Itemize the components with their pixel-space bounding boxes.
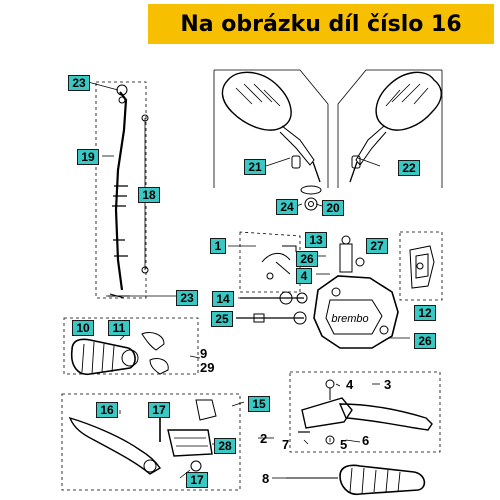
callout-24: 24 <box>276 199 298 215</box>
callout-12: 12 <box>414 305 436 321</box>
callout-8: 8 <box>262 471 270 486</box>
callout-26-bottom: 26 <box>414 333 436 349</box>
callout-3: 3 <box>384 377 392 392</box>
right-mirror <box>337 69 443 188</box>
callout-5: 5 <box>340 437 348 452</box>
callout-7: 7 <box>282 437 290 452</box>
callout-25: 25 <box>211 311 233 327</box>
left-mirror <box>213 69 329 188</box>
callout-22: 22 <box>398 160 420 176</box>
callout-23-top: 23 <box>68 75 90 91</box>
callout-20: 20 <box>322 200 344 216</box>
callout-1: 1 <box>210 238 226 254</box>
callout-29: 29 <box>200 360 215 375</box>
caliper-bolts <box>236 291 308 325</box>
brake-lever <box>61 393 241 491</box>
callout-13: 13 <box>305 232 327 248</box>
right-lever <box>289 371 441 453</box>
brake-caliper <box>313 235 399 349</box>
callout-27: 27 <box>366 238 388 254</box>
callout-19: 19 <box>77 149 99 165</box>
callout-4: 4 <box>346 377 354 392</box>
reservoir-bracket <box>239 231 301 293</box>
callout-2: 2 <box>260 431 268 446</box>
callout-9: 9 <box>200 346 208 361</box>
caliper-brand-label: brembo <box>331 313 368 325</box>
callout-6: 6 <box>362 433 370 448</box>
callout-26-top: 26 <box>296 251 318 267</box>
callout-21: 21 <box>244 159 266 175</box>
callout-28: 28 <box>214 438 236 454</box>
callout-17-top: 17 <box>148 402 170 418</box>
callout-11: 11 <box>108 320 130 336</box>
title-banner: Na obrázku díl číslo 16 <box>148 4 494 44</box>
left-grip <box>63 317 199 375</box>
banner-text: Na obrázku díl číslo 16 <box>180 11 462 37</box>
callout-14: 14 <box>212 291 234 307</box>
leader-lines <box>87 81 410 479</box>
callout-4-caliper: 4 <box>296 268 312 284</box>
callout-16: 16 <box>96 402 118 418</box>
callout-17-bottom: 17 <box>186 472 208 488</box>
brake-pads <box>399 231 443 301</box>
callout-18: 18 <box>138 187 160 203</box>
callout-23-bottom: 23 <box>176 290 198 306</box>
callout-10: 10 <box>72 320 94 336</box>
right-grip <box>286 464 426 496</box>
callout-15: 15 <box>248 396 270 412</box>
